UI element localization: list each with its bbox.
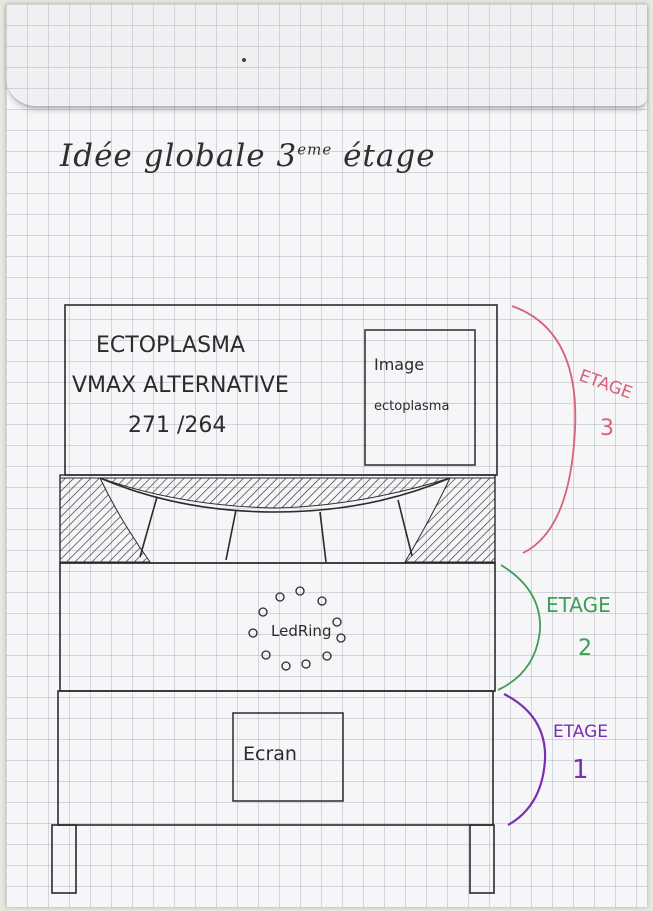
title-superscript: eme (297, 140, 333, 159)
connector-strut-4 (397, 499, 413, 557)
etage3-label-word: ETAGE (576, 366, 635, 404)
image-label-line1: Image (374, 355, 424, 374)
led-dot (322, 651, 332, 661)
led-dot (332, 617, 342, 627)
led-dot (317, 596, 327, 606)
image-label-line2: ectoplasma (374, 399, 449, 414)
led-dot (336, 633, 346, 643)
etage3-line2: VMAX ALTERNATIVE (72, 373, 289, 398)
notepad-fold (6, 4, 647, 108)
title-main: Idée globale 3 (60, 138, 298, 174)
connector-hatch-top (99, 477, 451, 509)
title-end: étage (332, 138, 436, 174)
connector-hatch-right (404, 477, 496, 563)
screen-label: Ecran (243, 743, 297, 765)
etage2-label-num: 2 (578, 636, 592, 661)
connector-strut-3 (319, 511, 327, 563)
etage1-bracket (503, 693, 547, 826)
connector-hatch-left (59, 477, 151, 563)
led-ring-label: LedRing (271, 622, 331, 640)
connector-arc (99, 477, 451, 513)
etage3-line1: ECTOPLASMA (96, 333, 245, 358)
led-dot (275, 592, 285, 602)
screen-box (232, 712, 344, 802)
led-dot (301, 659, 311, 669)
right-leg (469, 824, 495, 894)
etage2-label-word: ETAGE (546, 593, 611, 617)
ink-dot (242, 58, 246, 62)
connector-strut-2 (225, 509, 237, 561)
led-dot (248, 628, 258, 638)
led-dot (261, 650, 271, 660)
etage1-box (57, 690, 494, 826)
page-title: Idée globale 3eme étage (60, 138, 436, 174)
led-dot (281, 661, 291, 671)
etage3-line3: 271 /264 (128, 413, 226, 438)
led-dot (295, 586, 305, 596)
etage1-label-word: ETAGE (553, 722, 608, 742)
etage1-label-num: 1 (572, 755, 589, 785)
etage2-bracket (497, 564, 541, 691)
led-ring (248, 586, 346, 671)
connector-strut-1 (139, 496, 158, 558)
left-leg (51, 824, 77, 894)
etage3-bracket (511, 305, 577, 554)
etage3-label-num: 3 (600, 416, 614, 441)
notepad-page (6, 4, 647, 907)
led-dot (258, 607, 268, 617)
image-placeholder-box (364, 329, 476, 466)
